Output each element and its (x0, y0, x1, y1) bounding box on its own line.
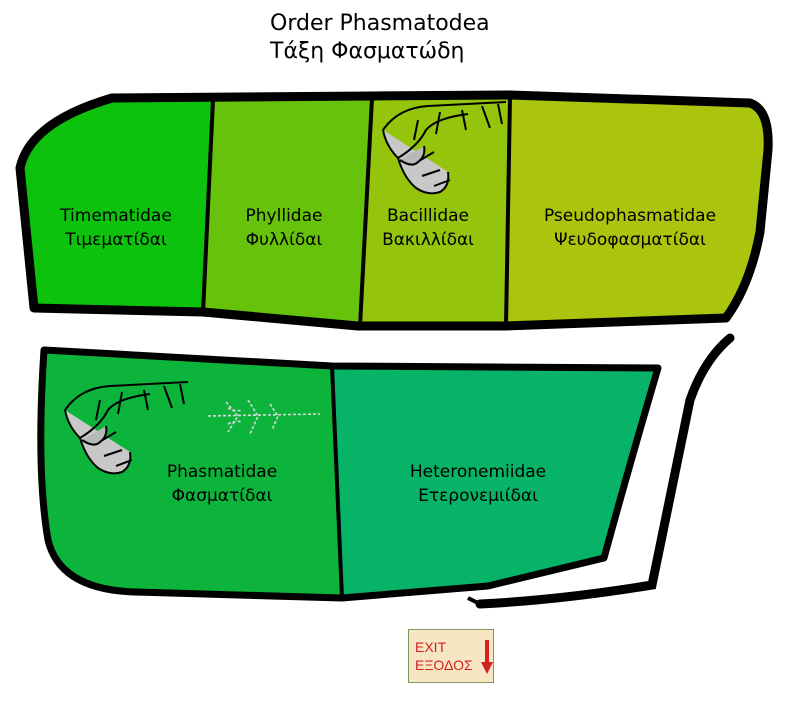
title-latin: Order Phasmatodea (270, 11, 490, 36)
room-greek-name: Τιμεματίδαι (65, 230, 167, 250)
title-greek: Τάξη Φασματώδη (270, 39, 465, 64)
room-greek-name: Ετερονεμιίδαι (418, 486, 538, 506)
room-greek-name: Βακιλλίδαι (382, 230, 474, 250)
exit-label: EXIT (415, 639, 447, 655)
room-latin-name: Timematidae (60, 206, 172, 226)
exit-label-greek: ΕΞΟΔΟΣ (415, 657, 473, 673)
page-title: Order Phasmatodea Τάξη Φασματώδη (0, 10, 770, 66)
room-latin-name: Heteronemiidae (409, 462, 547, 482)
room-timematidae[interactable] (20, 98, 213, 310)
room-latin-name: Bacillidae (387, 206, 469, 226)
stick-insect-icon (382, 101, 507, 195)
room-label-timematidae: Timematidae Τιμεματίδαι (52, 204, 180, 252)
exit-button[interactable]: EXIT ΕΞΟΔΟΣ (408, 629, 494, 683)
room-greek-name: Φυλλίδαι (245, 230, 323, 250)
stick-insect-outline-icon (207, 399, 321, 435)
room-latin-name: Phyllidae (245, 206, 323, 226)
room-label-phyllidae: Phyllidae Φυλλίδαι (224, 204, 344, 252)
stick-insect-icon (64, 381, 189, 475)
room-pseudophasmatidae[interactable] (505, 95, 769, 326)
room-greek-name: Ψευδοφασματίδαι (554, 230, 706, 250)
room-heteronemiidae[interactable] (332, 366, 658, 598)
room-label-phasmatidae: Phasmatidae Φασματίδαι (152, 460, 292, 508)
room-label-bacillidae: Bacillidae Βακιλλίδαι (368, 204, 488, 252)
room-latin-name: Pseudophasmatidae (543, 206, 717, 226)
room-label-pseudophasmatidae: Pseudophasmatidae Ψευδοφασματίδαι (524, 204, 736, 252)
room-latin-name: Phasmatidae (166, 462, 278, 482)
room-greek-name: Φασματίδαι (171, 486, 273, 506)
arrow-down-icon (481, 640, 493, 674)
room-phyllidae[interactable] (203, 96, 372, 324)
room-phasmatidae[interactable] (40, 350, 343, 598)
room-label-heteronemiidae: Heteronemiidae Ετερονεμιίδαι (392, 460, 564, 508)
